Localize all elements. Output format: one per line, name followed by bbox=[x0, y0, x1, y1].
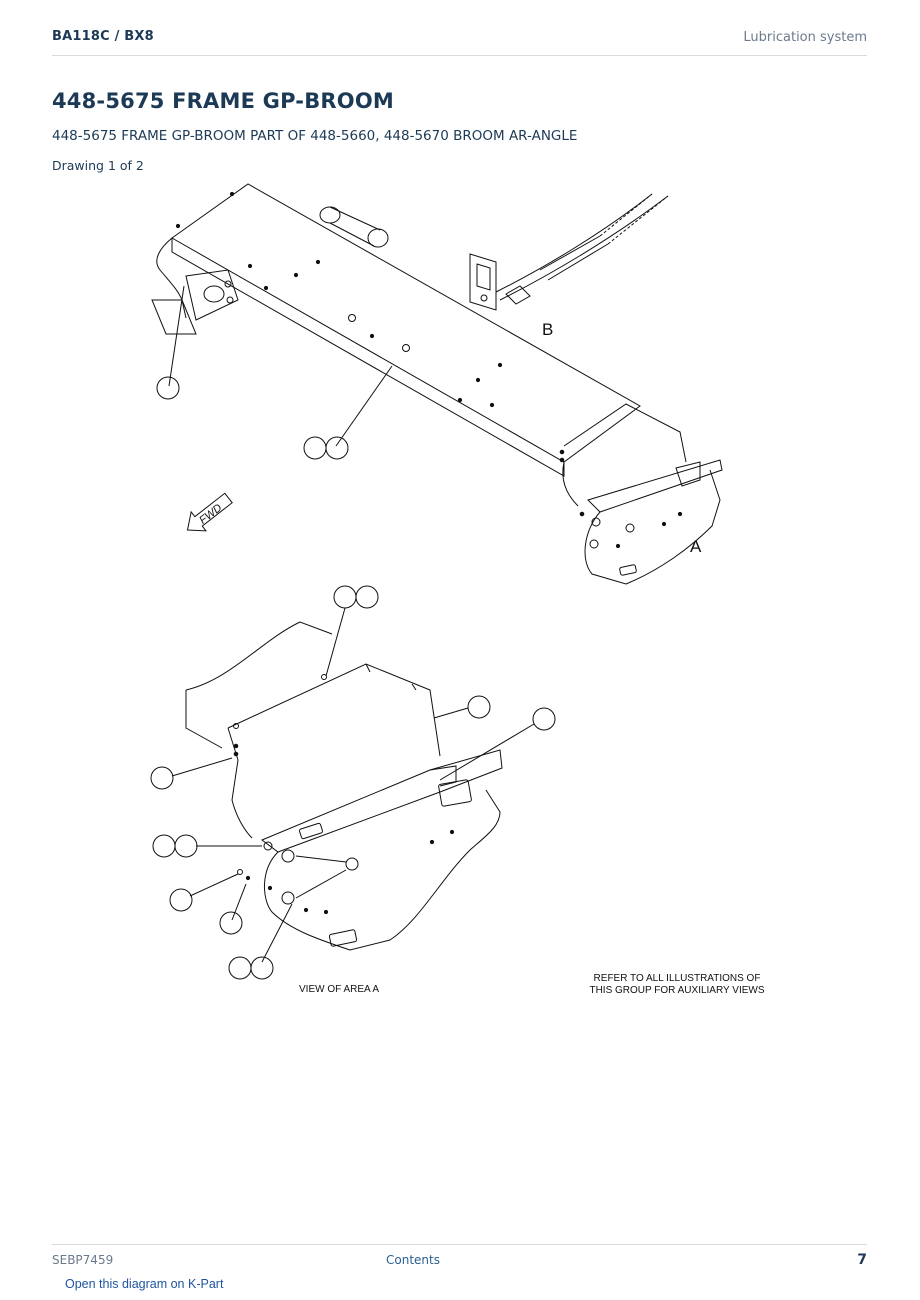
note-line-2: THIS GROUP FOR AUXILIARY VIEWS bbox=[589, 985, 764, 996]
label-a: A bbox=[690, 537, 702, 556]
page-number: 7 bbox=[857, 1252, 867, 1268]
fwd-label: FWD bbox=[197, 502, 224, 527]
open-in-kpart-link[interactable]: Open this diagram on K-Part bbox=[65, 1277, 224, 1291]
header-model: BA118C / BX8 bbox=[52, 29, 154, 44]
page-title: 448-5675 FRAME GP-BROOM bbox=[52, 89, 394, 113]
footer-divider bbox=[52, 1244, 867, 1245]
fwd-arrow-icon: FWD bbox=[186, 492, 233, 532]
drawing-number: Drawing 1 of 2 bbox=[52, 158, 144, 173]
header-divider bbox=[52, 55, 867, 56]
header-section: Lubrication system bbox=[743, 30, 867, 45]
page-subtitle: 448-5675 FRAME GP-BROOM PART OF 448-5660… bbox=[52, 128, 578, 144]
label-b: B bbox=[542, 320, 553, 339]
parts-diagram: FWD B A bbox=[150, 183, 765, 996]
detail-view-area-a bbox=[150, 585, 556, 980]
upper-frame-assembly bbox=[151, 183, 723, 585]
footer-doc-id: SEBP7459 bbox=[52, 1253, 114, 1267]
contents-link[interactable]: Contents bbox=[386, 1253, 440, 1267]
note-line-1: REFER TO ALL ILLUSTRATIONS OF bbox=[594, 973, 761, 984]
view-caption: VIEW OF AREA A bbox=[299, 984, 379, 995]
